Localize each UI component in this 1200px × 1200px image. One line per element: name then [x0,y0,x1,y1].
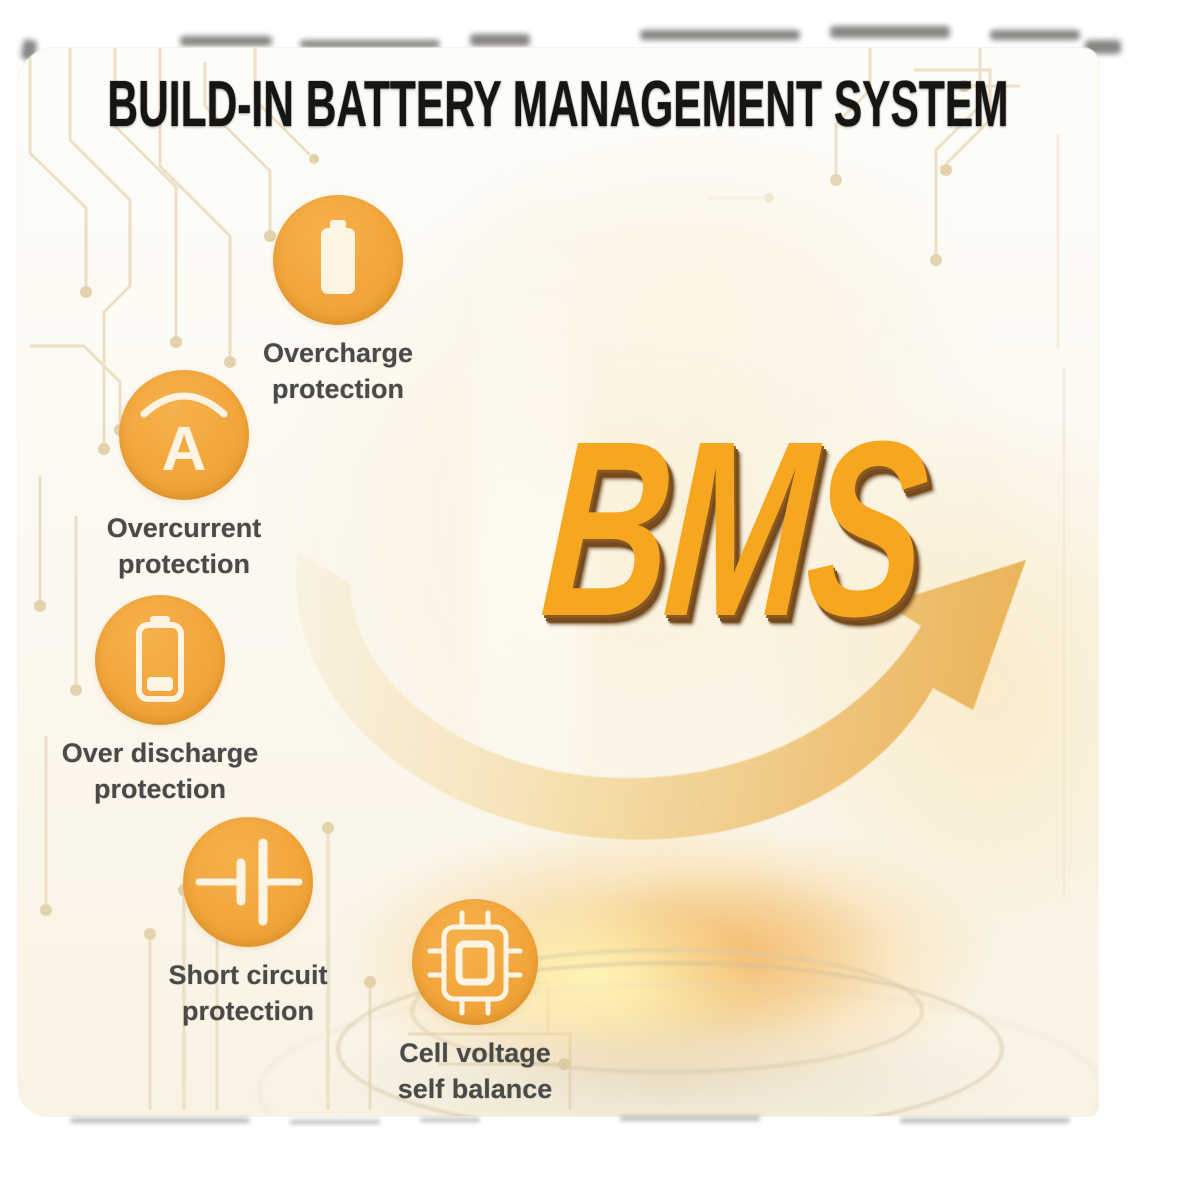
feature-icon-circle [273,195,403,325]
arrow-body-and-head [296,553,1026,840]
feature-label-line: Cell voltage [399,1038,551,1068]
feature-label-line: protection [94,774,226,804]
feature-label-line: protection [182,996,314,1026]
cell-symbol-icon [195,838,303,926]
ammeter-letter: A [162,415,207,484]
chip-icon [427,910,523,1016]
feature-icon-circle [183,817,313,947]
feature-overcharge-protection: Overcharge protection [218,195,458,407]
feature-label-line: protection [272,374,404,404]
feature-over-discharge-protection: Over discharge protection [30,595,290,807]
feature-label-line: self balance [397,1074,553,1104]
feature-label-line: Short circuit [168,960,328,990]
feature-label-line: Overcharge [262,338,414,368]
swoosh-arrow [296,553,1026,840]
bms-wordmark: BMS [534,389,932,668]
feature-label: Short circuit protection [128,957,368,1029]
feature-label: Overcurrent protection [64,510,304,582]
feature-icon-circle: A [119,370,249,500]
feature-label-line: Over discharge [61,738,259,768]
feature-short-circuit-protection: Short circuit protection [128,817,368,1029]
feature-label: Over discharge protection [30,735,290,807]
feature-overcurrent-protection: A Overcurrent protection [64,370,304,582]
feature-cell-voltage-self-balance: Cell voltage self balance [355,899,595,1107]
feature-label-line: Overcurrent [106,513,262,543]
content-card: BMS BUILD-IN BATTERY MANAGEMENT SYSTEM O… [18,48,1098,1116]
feature-label: Cell voltage self balance [355,1035,595,1107]
feature-label: Overcharge protection [218,335,458,407]
page-title: BUILD-IN BATTERY MANAGEMENT SYSTEM [107,67,1009,141]
battery-low-icon [136,616,184,702]
feature-icon-circle [412,899,538,1025]
ammeter-icon: A [140,392,228,484]
feature-icon-circle [95,595,225,725]
battery-icon [321,220,355,294]
feature-label-line: protection [118,549,250,579]
